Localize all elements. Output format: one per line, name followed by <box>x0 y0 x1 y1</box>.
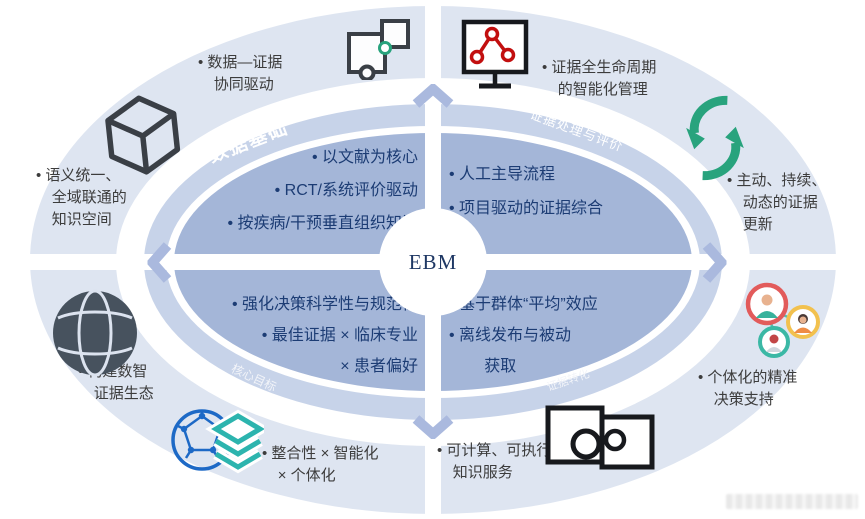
list-item: • 整合性 × 智能化 <box>262 445 379 462</box>
list-item: 协同驱动 <box>213 76 274 93</box>
chevron-down-icon <box>412 415 454 439</box>
list-item: • 数据—证据 <box>198 54 283 71</box>
list-item: 知识服务 <box>452 464 513 481</box>
list-item: • 离线发布与被动 <box>449 327 572 344</box>
list-item: • 人工主导流程 <box>449 166 556 183</box>
list-item: 更新 <box>742 216 773 233</box>
list-item: • 主动、持续、 <box>727 172 827 189</box>
center-label: EBM <box>408 249 458 274</box>
list-item: 证据生态 <box>93 385 154 402</box>
list-item: • 语义统一、 <box>36 167 121 184</box>
list-item: • 证据全生命周期 <box>542 59 657 76</box>
sync-arrows-icon <box>686 95 744 181</box>
overlapping-squares-icon <box>545 405 655 470</box>
list-item: • 个体化的精准 <box>698 369 798 386</box>
list-item: 知识空间 <box>51 211 112 228</box>
list-item: × 个体化 <box>277 467 336 484</box>
list-item: • 可计算、可执行的 <box>437 442 567 459</box>
chevron-left-icon <box>147 242 172 283</box>
quadrant-bottom-left: • 强化决策科学性与规范性 • 最佳证据 × 临床专业 × 患者偏好 <box>160 289 418 382</box>
list-item: • 以文献为核心 <box>311 149 418 166</box>
outer-item-data-evidence: • 数据—证据 协同驱动 <box>198 52 282 96</box>
outer-item-dynamic-update: • 主动、持续、 动态的证据 更新 <box>727 170 826 236</box>
chevron-right-icon <box>702 242 727 283</box>
list-item: • 最佳证据 × 临床专业 <box>261 327 418 344</box>
list-item: • 基于群体“平均”效应 <box>449 296 598 313</box>
people-avatars-icon <box>745 282 820 358</box>
list-item: 动态的证据 <box>742 194 818 211</box>
list-item: • 强化决策科学性与规范性 <box>231 296 418 313</box>
outer-item-computable: • 可计算、可执行的 知识服务 <box>437 440 566 484</box>
globe-icon <box>53 289 137 377</box>
monitor-network-icon <box>461 19 529 89</box>
outer-item-lifecycle: • 证据全生命周期 的智能化管理 <box>542 57 656 101</box>
globe-layers-icon <box>171 409 264 474</box>
quadrant-top-right: • 人工主导流程 • 项目驱动的证据综合 <box>449 158 603 226</box>
quadrant-top-left: • 以文献为核心 • RCT/系统评价驱动 • 按疾病/干预垂直组织知识 <box>160 141 419 240</box>
list-item: 决策支持 <box>713 391 774 408</box>
list-item: 的智能化管理 <box>557 81 648 98</box>
outer-item-semantic: • 语义统一、 全域联通的 知识空间 <box>36 165 127 231</box>
center-circle: EBM <box>379 208 487 316</box>
outer-item-personalized: • 个体化的精准 决策支持 <box>698 367 797 411</box>
watermark <box>726 494 858 509</box>
list-item: • 按疾病/干预垂直组织知识 <box>227 215 419 232</box>
cube-icon <box>105 95 181 175</box>
puzzle-icon <box>347 19 410 80</box>
list-item: • RCT/系统评价驱动 <box>274 182 418 199</box>
quadrant-bottom-right: • 基于群体“平均”效应 • 离线发布与被动 获取 <box>449 289 598 382</box>
list-item: 全域联通的 <box>51 189 127 206</box>
outer-item-integration: • 整合性 × 智能化 × 个体化 <box>262 443 379 487</box>
list-item: • 项目驱动的证据综合 <box>449 200 604 217</box>
list-item: × 患者偏好 <box>340 358 418 375</box>
list-item: 获取 <box>484 358 517 375</box>
chevron-up-icon <box>412 84 454 108</box>
